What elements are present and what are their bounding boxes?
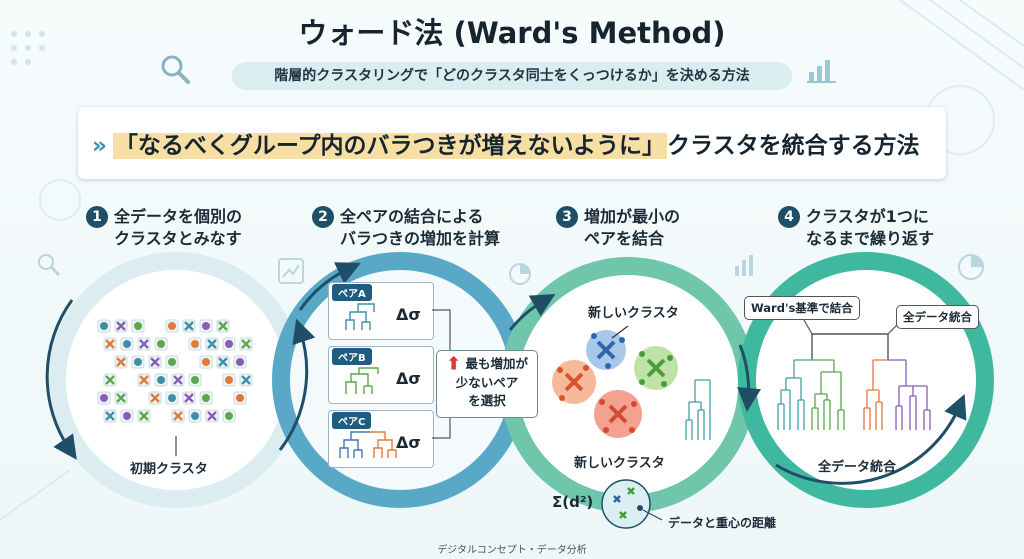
- data-point: [202, 358, 210, 366]
- data-point: [225, 340, 233, 348]
- step-4-caption: 全データ統合: [818, 460, 897, 475]
- data-point: [100, 394, 108, 402]
- data-point: [100, 322, 108, 330]
- data-point-cross: [184, 393, 194, 403]
- pair-a-tag: ペアA: [332, 284, 372, 301]
- definition-highlight: 「なるべくグループ内のバラつきが増えないように」: [112, 133, 668, 159]
- page-title: ウォード法 (Ward's Method): [298, 16, 726, 50]
- pie-chart-icon-right: [958, 254, 984, 280]
- line-chart-icon: [278, 258, 304, 284]
- pair-a-delta: Δσ: [396, 305, 421, 324]
- step-1-caption: 初期クラスタ: [130, 462, 208, 477]
- pair-b-delta: Δσ: [396, 369, 421, 388]
- data-point-cross: [139, 339, 149, 349]
- wards-criterion-callout: Ward's基準で結合: [744, 296, 860, 320]
- data-point: [225, 412, 233, 420]
- data-point-cross: [105, 339, 115, 349]
- magnifier-icon-small: [38, 254, 61, 277]
- data-point: [168, 358, 176, 366]
- data-point-cross: [218, 321, 228, 331]
- data-point: [236, 394, 244, 402]
- pair-b-tag: ペアB: [332, 348, 372, 365]
- data-point: [123, 412, 131, 420]
- data-point-cross: [116, 321, 126, 331]
- step-1-number: 1: [86, 206, 108, 228]
- magnifier-icon: [161, 55, 190, 84]
- pair-c-tag: ペアC: [332, 412, 372, 429]
- data-point: [157, 376, 165, 384]
- step-3-number: 3: [556, 206, 578, 228]
- data-point: [168, 322, 176, 330]
- new-cluster-label-top: 新しいクラスタ: [588, 306, 679, 321]
- centroid-distance-note: データと重心の距離: [668, 516, 777, 530]
- data-point-cross: [105, 375, 115, 385]
- data-point: [191, 376, 199, 384]
- data-point: [202, 322, 210, 330]
- chevron-icon: »: [92, 133, 107, 159]
- full-dendrogram: [777, 320, 931, 430]
- all-data-merged-callout: 全データ統合: [896, 305, 979, 329]
- data-point-cross: [116, 357, 126, 367]
- footer-credit: デジタルコンセプト・データ分析: [437, 545, 587, 556]
- step-2-number: 2: [312, 206, 334, 228]
- data-point-cross: [207, 411, 217, 421]
- data-point-cross: [173, 375, 183, 385]
- sum-of-squares-formula: Σ(d²): [552, 493, 594, 511]
- definition-text: »「なるべくグループ内のバラつきが増えないように」クラスタを統合する方法: [92, 126, 920, 160]
- new-cluster-label-bottom: 新しいクラスタ: [574, 456, 665, 471]
- data-point: [134, 322, 142, 330]
- data-point-cross: [218, 357, 228, 367]
- data-point-cross: [150, 393, 160, 403]
- bar-chart-icon-small: [735, 255, 753, 276]
- data-point: [157, 340, 165, 348]
- definition-suffix: クラスタを統合する方法: [667, 133, 920, 159]
- centroid-distance-diagram: [601, 479, 663, 529]
- pie-chart-icon: [509, 263, 531, 285]
- data-point-cross: [139, 375, 149, 385]
- data-point-cross: [241, 375, 251, 385]
- data-point-cross: [173, 411, 183, 421]
- data-point: [134, 358, 142, 366]
- data-point-cross: [241, 339, 251, 349]
- data-point-cross: [150, 357, 160, 367]
- step-4-number: 4: [778, 206, 800, 228]
- caption-pointer-1: [175, 436, 177, 456]
- cluster-merge-visual: [552, 325, 711, 440]
- up-arrow-icon: ⬆: [446, 353, 462, 375]
- data-point: [225, 376, 233, 384]
- data-point: [191, 340, 199, 348]
- data-point: [123, 340, 131, 348]
- pair-c-delta: Δσ: [396, 433, 421, 452]
- bar-chart-icon: [807, 60, 836, 83]
- data-point: [168, 394, 176, 402]
- initial-cluster-points: [97, 319, 253, 423]
- page-subtitle: 階層的クラスタリングで「どのクラスタ同士をくっつけるか」を決める方法: [232, 62, 792, 90]
- data-point-cross: [139, 411, 149, 421]
- data-point-cross: [184, 321, 194, 331]
- data-point-cross: [116, 393, 126, 403]
- data-point: [191, 412, 199, 420]
- data-point: [236, 358, 244, 366]
- select-min-pair-box: ⬆ 最も増加が 少ないペア を選択: [436, 350, 538, 418]
- data-point-cross: [207, 339, 217, 349]
- data-point-cross: [105, 411, 115, 421]
- data-point: [202, 394, 210, 402]
